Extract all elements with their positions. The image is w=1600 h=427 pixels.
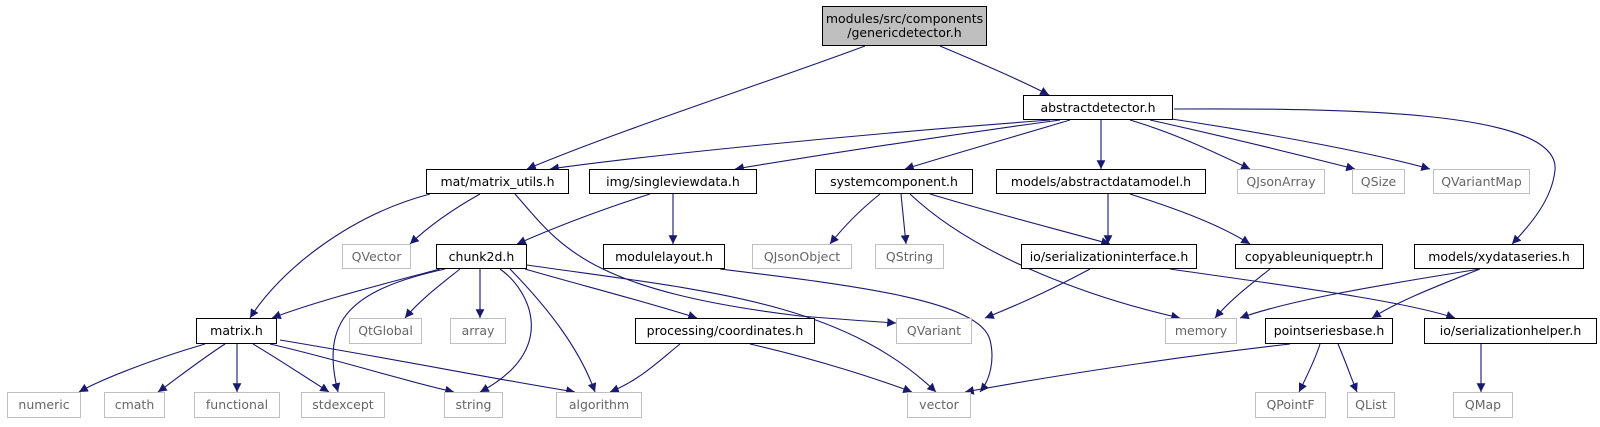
node-memory: memory xyxy=(1165,318,1237,344)
edge-matrix-utils-to-qvector xyxy=(409,193,481,245)
node-qtglobal: QtGlobal xyxy=(349,318,422,344)
edge-chunk2d-to-stdexcept xyxy=(331,268,446,393)
edge-chunk2d-to-matrix xyxy=(271,268,441,320)
node-numeric: numeric xyxy=(7,392,81,418)
edge-matrix-utils-to-qvariant xyxy=(514,193,897,327)
node-vector: vector xyxy=(907,392,971,418)
edge-abstractdetector-to-qjsonarray xyxy=(1129,119,1251,170)
edge-chunk2d-to-algorithm xyxy=(509,268,597,393)
edge-systemcomponent-to-serializationinterface xyxy=(929,193,1111,246)
edge-abstractdetector-to-qsize xyxy=(1149,119,1356,172)
root-title-line2: /genericdetector.h xyxy=(847,25,962,40)
edge-systemcomponent-to-qjsonobject xyxy=(829,193,881,245)
node-cmath: cmath xyxy=(104,392,165,418)
node-array: array xyxy=(450,318,506,344)
node-coordinates[interactable]: processing/coordinates.h xyxy=(635,318,815,344)
edge-matrix-to-string xyxy=(269,343,455,395)
node-abstractdatamodel[interactable]: models/abstractdatamodel.h xyxy=(996,169,1206,194)
edge-chunk2d-to-string xyxy=(479,268,532,393)
edge-chunk2d-to-vector xyxy=(526,264,937,393)
edge-pointseriesbase-to-qlist xyxy=(1337,343,1358,393)
edge-modulelayout-to-vector xyxy=(719,268,993,393)
node-qstring: QString xyxy=(875,244,944,269)
node-singleviewdata[interactable]: img/singleviewdata.h xyxy=(589,169,757,194)
edge-matrix-utils-to-matrix xyxy=(249,193,431,319)
node-root-genericdetector[interactable]: modules/src/components /genericdetector.… xyxy=(822,6,987,46)
node-abstractdetector[interactable]: abstractdetector.h xyxy=(1023,95,1173,120)
edge-pointseriesbase-to-vector xyxy=(964,343,1291,395)
node-qlist: QList xyxy=(1347,392,1395,418)
node-string: string xyxy=(444,392,503,418)
edge-pointseriesbase-to-qpointf xyxy=(1298,343,1321,393)
node-copyableuniqueptr[interactable]: copyableuniqueptr.h xyxy=(1235,244,1383,269)
node-serializationhelper[interactable]: io/serializationhelper.h xyxy=(1424,318,1597,344)
node-chunk2d[interactable]: chunk2d.h xyxy=(436,244,527,269)
edge-copyableuniqueptr-to-memory xyxy=(1214,268,1271,319)
edge-matrix-to-stdexcept xyxy=(252,343,330,393)
node-functional: functional xyxy=(194,392,280,418)
node-serializationinterface[interactable]: io/serializationinterface.h xyxy=(1021,244,1197,269)
node-matrix-utils[interactable]: mat/matrix_utils.h xyxy=(426,169,569,194)
edge-abstractdetector-to-singleviewdata xyxy=(734,119,1061,172)
edge-matrix-to-algorithm xyxy=(279,339,576,395)
node-qvariant: QVariant xyxy=(896,318,972,344)
node-algorithm: algorithm xyxy=(556,392,642,418)
edge-systemcomponent-to-memory xyxy=(909,193,1181,321)
edge-serializationinterface-to-qvariant xyxy=(984,268,1091,319)
edge-xydataseries-to-memory xyxy=(1239,268,1481,320)
edge-matrix-to-cmath xyxy=(157,343,226,393)
edge-chunk2d-to-qtglobal xyxy=(404,268,461,319)
node-qvector: QVector xyxy=(342,244,411,269)
edge-abstractdetector-to-systemcomponent xyxy=(904,119,1071,171)
edge-abstractdatamodel-to-copyableuniqueptr xyxy=(1129,193,1251,245)
node-qmap: QMap xyxy=(1453,392,1513,418)
edge-abstractdetector-to-xydataseries xyxy=(1173,108,1556,245)
node-qpointf: QPointF xyxy=(1255,392,1326,418)
node-qvariantmap: QVariantMap xyxy=(1433,169,1530,194)
node-stdexcept: stdexcept xyxy=(301,392,385,418)
node-qjsonobject: QJsonObject xyxy=(752,244,852,269)
node-qjsonarray: QJsonArray xyxy=(1237,169,1325,194)
edge-systemcomponent-to-qstring xyxy=(900,193,910,245)
edge-abstractdetector-to-matrix-utils xyxy=(549,119,1051,173)
edge-genericdetector-to-matrix-utils xyxy=(526,45,866,170)
edge-abstractdetector-to-qvariantmap xyxy=(1164,117,1431,171)
node-pointseriesbase[interactable]: pointseriesbase.h xyxy=(1265,318,1393,344)
node-qsize: QSize xyxy=(1352,169,1405,194)
edge-matrix-to-numeric xyxy=(78,343,206,393)
edge-singleviewdata-to-chunk2d xyxy=(516,193,651,245)
edge-xydataseries-to-pointseriesbase xyxy=(1371,268,1481,319)
node-modulelayout[interactable]: modulelayout.h xyxy=(603,244,725,269)
edge-chunk2d-to-coordinates xyxy=(524,268,698,320)
edge-coordinates-to-algorithm xyxy=(609,343,681,393)
edge-serializationinterface-to-serializationhelper xyxy=(1169,268,1456,320)
node-systemcomponent[interactable]: systemcomponent.h xyxy=(815,169,973,194)
root-title-line1: modules/src/components xyxy=(825,11,984,26)
node-xydataseries[interactable]: models/xydataseries.h xyxy=(1414,244,1584,269)
edge-genericdetector-to-abstractdetector xyxy=(939,45,1050,96)
node-matrix[interactable]: matrix.h xyxy=(196,318,277,344)
edge-coordinates-to-vector xyxy=(749,343,913,394)
